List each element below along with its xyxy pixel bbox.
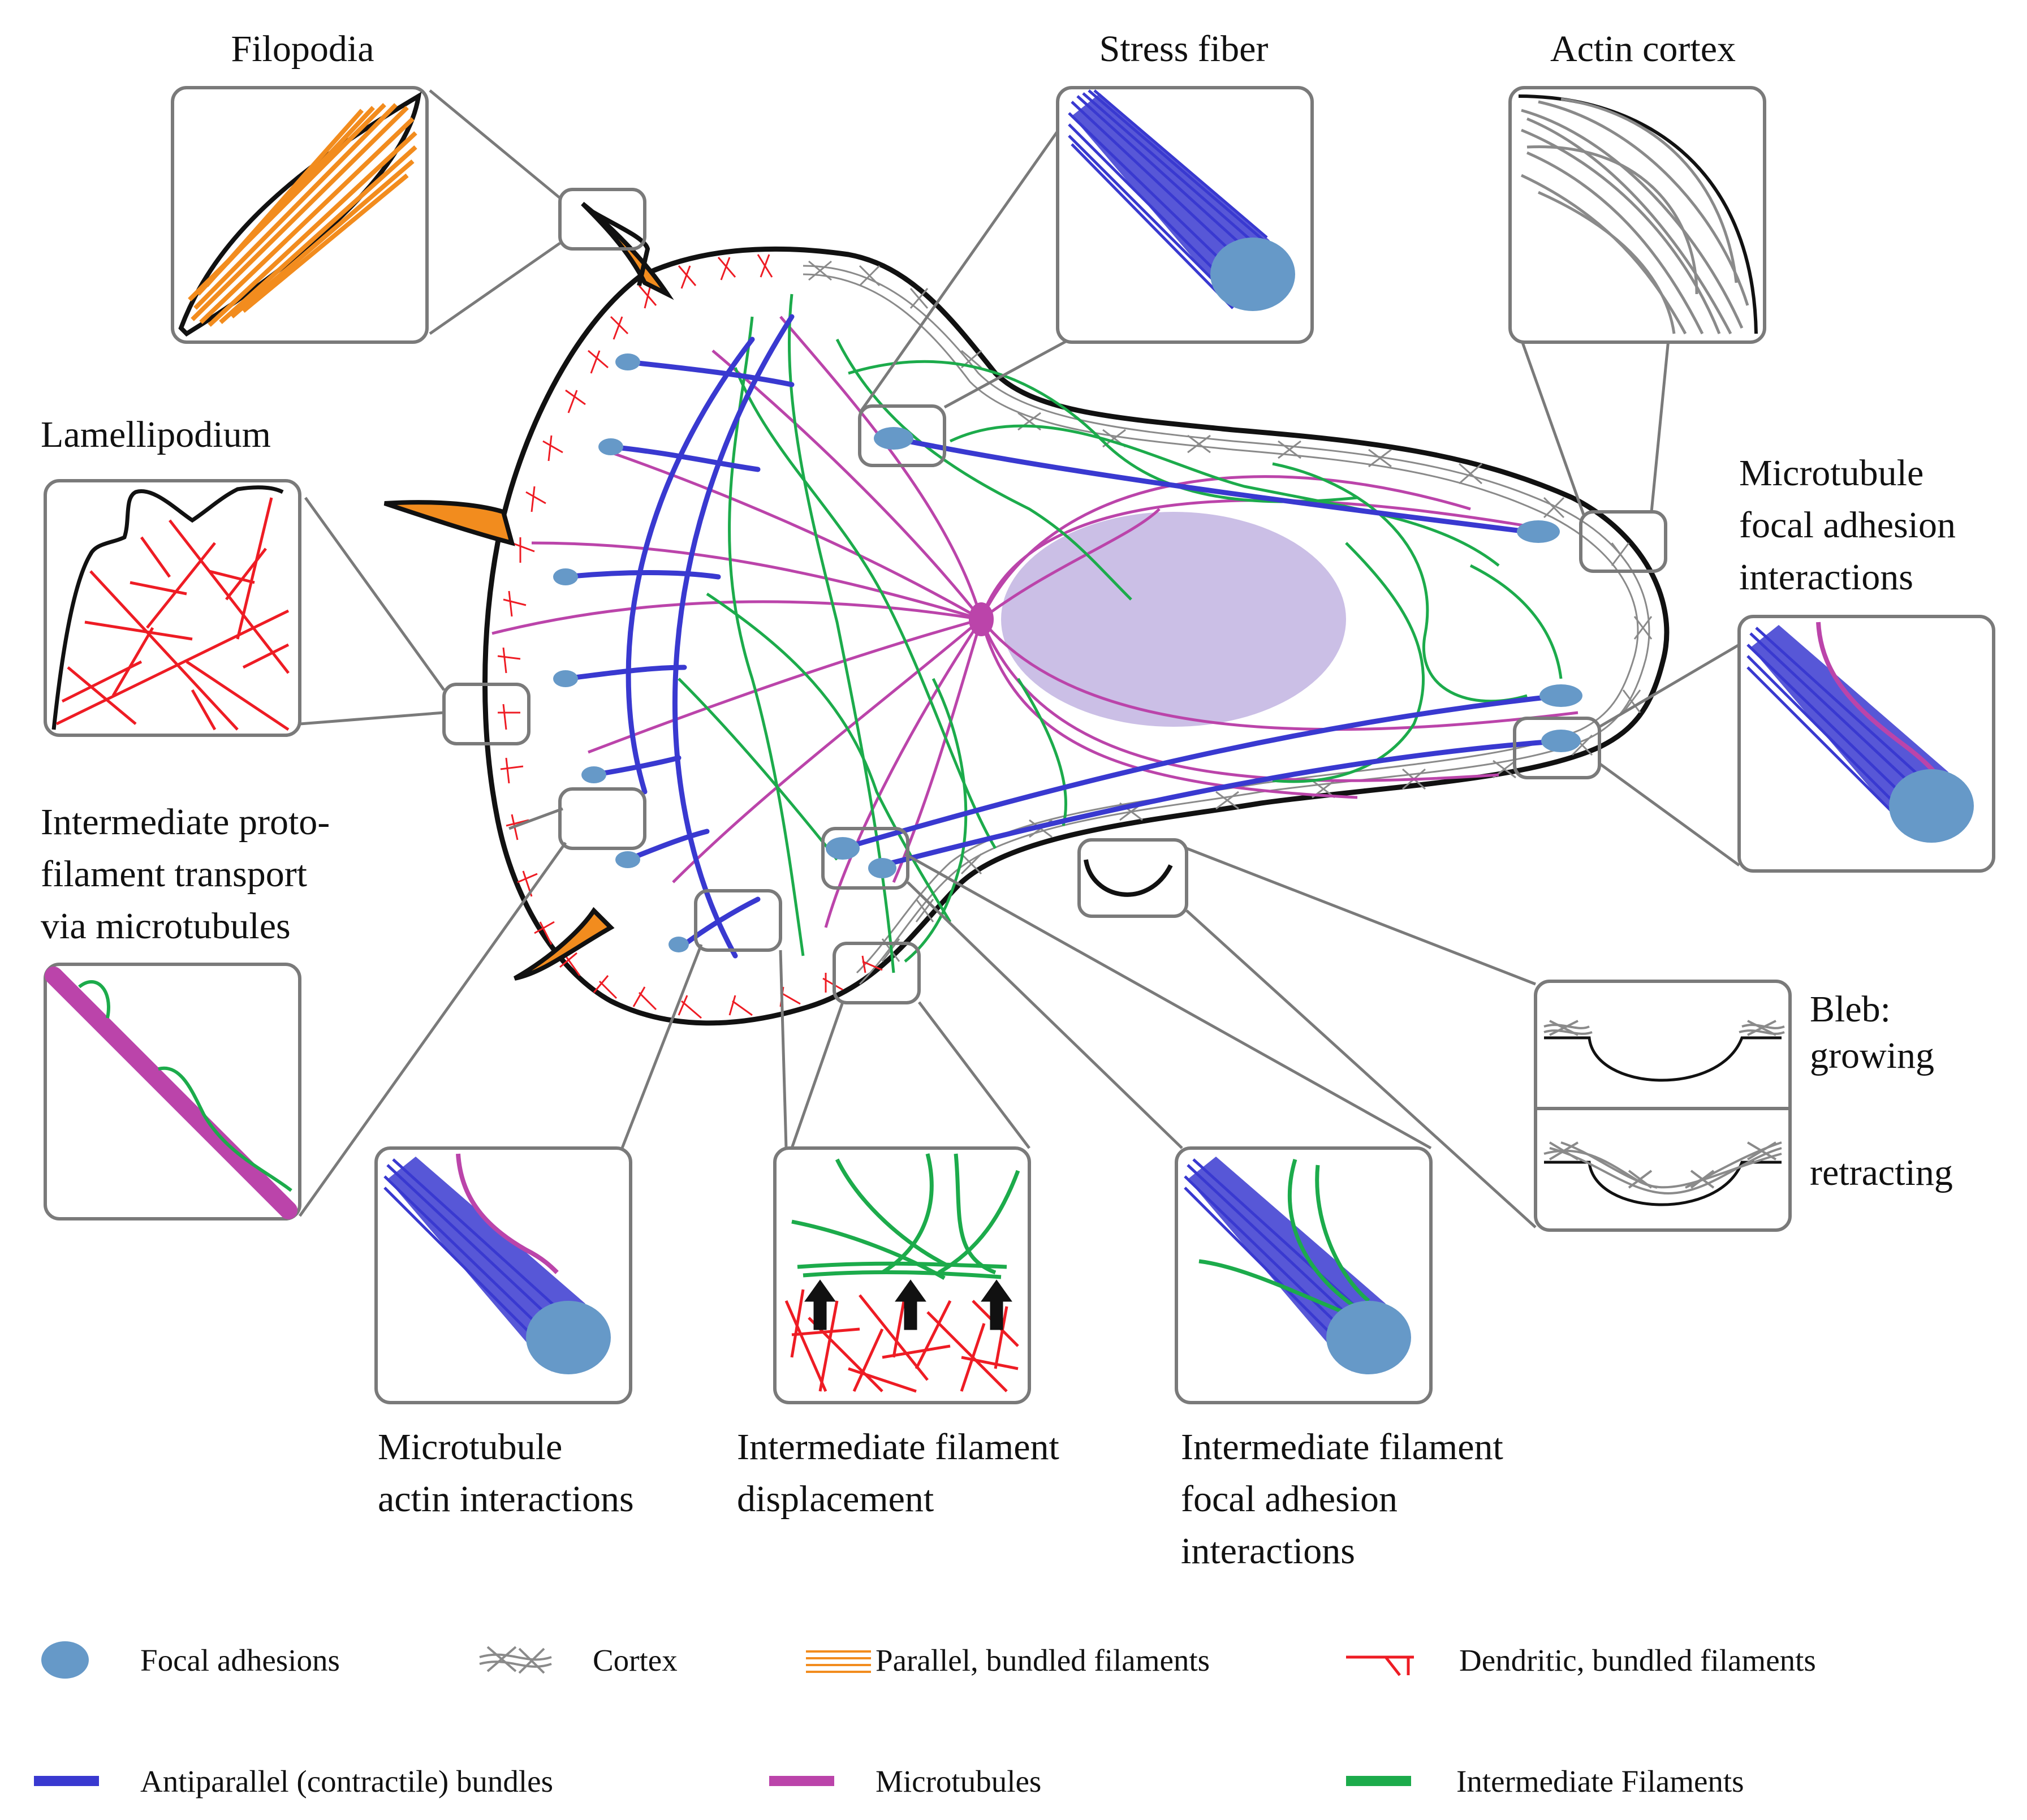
legend: Focal adhesions Cortex Parallel, bundled… bbox=[34, 1641, 1816, 1799]
inset-mt-fa bbox=[1737, 615, 1995, 873]
legend-label: Intermediate Filaments bbox=[1456, 1764, 1744, 1799]
intermediate-filament-swatch bbox=[1346, 1776, 1411, 1786]
label-mt-fa: Microtubule focal adhesion interactions bbox=[1739, 452, 1965, 598]
inset-mt-actin bbox=[374, 1146, 632, 1404]
inset-if-displacement bbox=[773, 1146, 1031, 1404]
highlight-if-fa bbox=[821, 827, 909, 890]
parallel-swatch bbox=[806, 1650, 871, 1673]
label-actin-cortex: Actin cortex bbox=[1550, 28, 1736, 70]
antiparallel-swatch bbox=[34, 1776, 99, 1786]
label-if-fa: Intermediate filament focal adhesion int… bbox=[1181, 1426, 1512, 1572]
highlight-bleb bbox=[1077, 838, 1188, 918]
legend-item-cortex: Cortex bbox=[479, 1643, 678, 1677]
cell-cortex bbox=[803, 260, 1653, 985]
legend-label: Parallel, bundled filaments bbox=[876, 1643, 1210, 1677]
label-filopodia: Filopodia bbox=[231, 28, 374, 70]
highlight-filopodia bbox=[558, 188, 646, 251]
label-bleb-retracting: retracting bbox=[1810, 1152, 1953, 1193]
legend-label: Cortex bbox=[593, 1643, 678, 1677]
legend-item-focal-adhesions: Focal adhesions bbox=[41, 1641, 340, 1679]
label-if-displacement: Intermediate filament displacement bbox=[737, 1426, 1068, 1520]
inset-lamellipodium bbox=[44, 479, 301, 737]
inset-if-transport bbox=[44, 963, 301, 1220]
microtubule-swatch bbox=[769, 1776, 834, 1786]
highlight-mt-actin bbox=[694, 889, 782, 952]
legend-label: Dendritic, bundled filaments bbox=[1459, 1643, 1816, 1677]
cell bbox=[383, 201, 1670, 1026]
nucleus bbox=[1001, 512, 1346, 727]
highlight-boxes bbox=[442, 188, 1667, 1004]
bleb-retracting-shape bbox=[1544, 1161, 1782, 1206]
legend-item-microtubules: Microtubules bbox=[769, 1764, 1041, 1799]
label-bleb-growing: Bleb: growing bbox=[1810, 989, 1934, 1076]
inset-stress-fiber bbox=[1056, 86, 1314, 344]
legend-item-antiparallel: Antiparallel (contractile) bundles bbox=[34, 1764, 553, 1799]
cell-bleb bbox=[1084, 859, 1173, 897]
highlight-if-transport bbox=[558, 787, 646, 850]
cell-focal-adhesions bbox=[553, 353, 1582, 952]
inset-bleb bbox=[1534, 980, 1792, 1232]
legend-item-parallel: Parallel, bundled filaments bbox=[806, 1643, 1210, 1677]
legend-item-intermediate: Intermediate Filaments bbox=[1346, 1764, 1744, 1799]
legend-item-dendritic: Dendritic, bundled filaments bbox=[1346, 1643, 1816, 1677]
legend-label: Focal adhesions bbox=[140, 1643, 340, 1677]
label-mt-actin: Microtubule actin interactions bbox=[378, 1426, 634, 1520]
centrosome bbox=[969, 602, 994, 636]
cell-stress-fibers bbox=[563, 314, 1564, 959]
highlight-mt-fa bbox=[1513, 717, 1601, 779]
cortex-swatch bbox=[479, 1646, 552, 1674]
labels: Filopodia Stress fiber Actin cortex Lame… bbox=[41, 28, 1965, 1572]
inset-if-fa bbox=[1175, 1146, 1433, 1404]
dendritic-swatch bbox=[1346, 1655, 1414, 1676]
legend-label: Microtubules bbox=[876, 1764, 1041, 1799]
bleb-growing-shape bbox=[1544, 1036, 1782, 1082]
legend-label: Antiparallel (contractile) bundles bbox=[140, 1764, 553, 1799]
connectors bbox=[298, 89, 1740, 1228]
focal-adhesion-swatch bbox=[41, 1641, 89, 1679]
highlight-stress-fiber bbox=[858, 404, 946, 467]
label-lamellipodium: Lamellipodium bbox=[41, 414, 271, 455]
highlight-if-displacement bbox=[833, 942, 921, 1004]
label-if-transport: Intermediate proto- filament transport v… bbox=[41, 801, 339, 947]
highlight-cortex bbox=[1579, 510, 1667, 573]
inset-filopodia bbox=[171, 86, 429, 344]
inset-actin-cortex bbox=[1508, 86, 1766, 344]
label-stress-fiber: Stress fiber bbox=[1099, 28, 1269, 70]
